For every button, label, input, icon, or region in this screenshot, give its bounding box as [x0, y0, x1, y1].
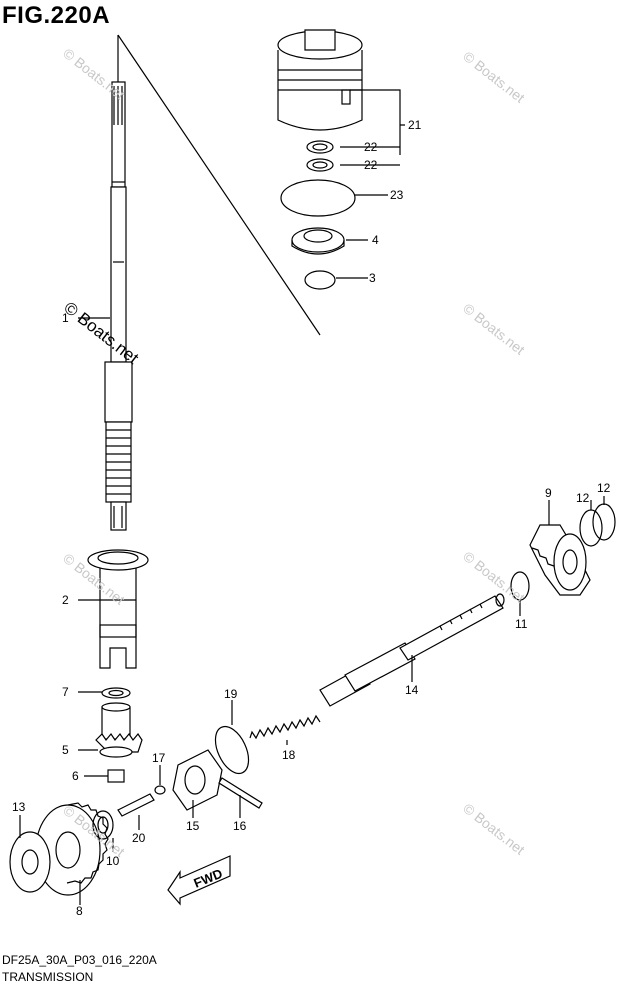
propeller-shaft	[319, 593, 505, 707]
callout-numbers: 1 2 3 4 5 6 7 8 9 10 11 12 12 13 14 15 1…	[12, 118, 611, 918]
callout: 19	[224, 687, 238, 701]
callout: 10	[106, 854, 120, 868]
drive-shaft-sleeve	[87, 549, 149, 669]
callout: 3	[369, 271, 376, 285]
callout: 11	[515, 617, 528, 631]
callout: 17	[152, 751, 166, 765]
thrust-washer-13	[9, 831, 51, 893]
callout: 6	[72, 769, 79, 783]
figure-code: DF25A_30A_P03_016_220A	[2, 953, 157, 967]
callout: 1	[62, 311, 69, 325]
callout: 12	[597, 481, 611, 495]
clutch-dog	[172, 749, 223, 811]
pinion-gear	[95, 702, 143, 758]
reverse-gear	[35, 802, 109, 896]
bushing-housing	[277, 29, 363, 131]
shim-10	[92, 810, 114, 840]
callout: 9	[545, 486, 552, 500]
guide-line	[117, 34, 321, 336]
callout: 22	[364, 158, 378, 172]
fwd-label: FWD	[192, 866, 225, 891]
callout: 12	[576, 491, 590, 505]
ring-19	[214, 725, 250, 775]
callout: 20	[132, 831, 146, 845]
fwd-arrow: FWD	[167, 855, 231, 906]
pin-17	[154, 785, 166, 795]
callout: 13	[12, 800, 26, 814]
shim-12b	[592, 503, 616, 541]
cross-pin	[218, 777, 263, 809]
oil-seal-22a	[306, 140, 334, 154]
o-ring-23	[280, 179, 356, 217]
bearing-4	[291, 227, 345, 255]
callout: 7	[62, 685, 69, 699]
callout: 2	[62, 593, 69, 607]
circlip-3	[304, 270, 336, 290]
callout: 22	[364, 140, 378, 154]
callout: 15	[186, 819, 200, 833]
leader-lines	[19, 89, 605, 905]
callout: 4	[372, 233, 379, 247]
shim-12a	[579, 509, 603, 547]
spring-18	[249, 714, 321, 740]
forward-gear	[529, 524, 591, 596]
callout: 23	[390, 188, 404, 202]
callout: 14	[405, 683, 419, 697]
drive-shaft	[104, 81, 133, 531]
pinion-nut	[107, 769, 125, 783]
callout: 18	[282, 748, 296, 762]
callout: 16	[233, 819, 247, 833]
figure-subtitle: TRANSMISSION	[2, 970, 94, 984]
callout: 5	[62, 743, 69, 757]
callout: 8	[76, 904, 83, 918]
oil-seal-22b	[306, 158, 334, 172]
pin-20	[117, 793, 155, 817]
shim-7	[101, 687, 131, 699]
figure-title: FIG.220A	[2, 2, 111, 29]
callout: 21	[408, 118, 422, 132]
